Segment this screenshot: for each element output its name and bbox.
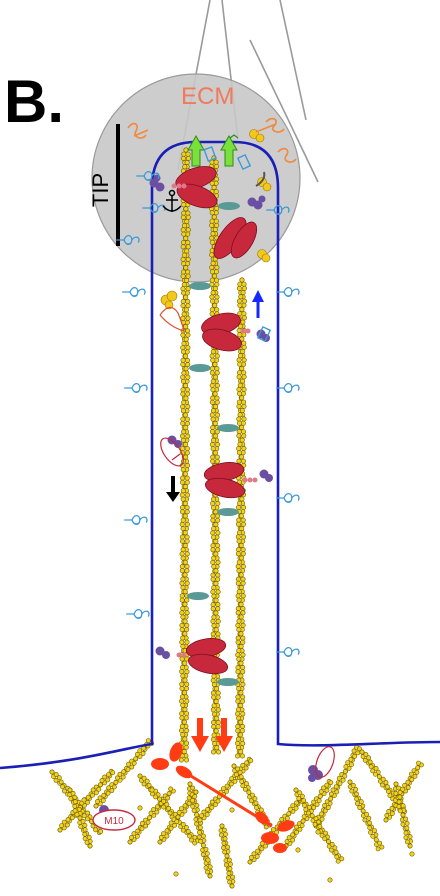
myosin-lower: [185, 636, 230, 677]
myosin-upper: [199, 309, 244, 355]
tip-label: TIP: [88, 173, 113, 207]
down-arrow-icon: [166, 476, 180, 502]
cortical-myosin-ii: [151, 741, 296, 853]
ecm-label: ECM: [181, 83, 234, 110]
tip-bar: [116, 124, 120, 246]
m10-label: M10: [104, 816, 124, 827]
panel-label: B.: [4, 68, 64, 135]
